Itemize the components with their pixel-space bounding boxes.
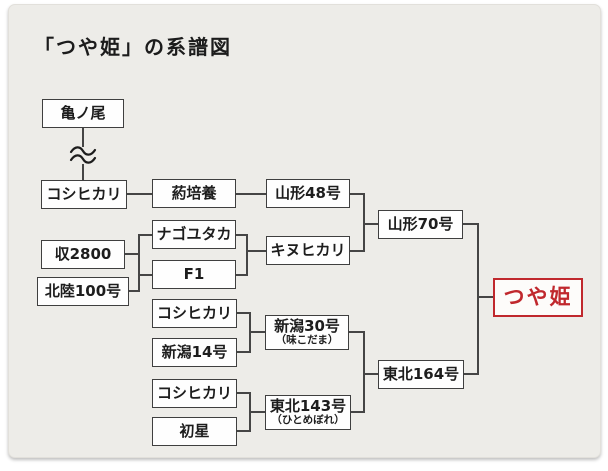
- node-label: つや姫: [503, 285, 573, 310]
- node-label: 新潟14号: [161, 342, 228, 361]
- page-title: 「つや姫」の系譜図: [34, 35, 232, 59]
- connector-line: [139, 274, 152, 276]
- node-sublabel: （味こだま）: [275, 334, 339, 347]
- node-yamagata-70: 山形70号: [378, 210, 463, 239]
- node-anther-culture: 葯培養: [152, 179, 236, 208]
- connector-line: [477, 223, 479, 375]
- node-label: キヌヒカリ: [270, 240, 346, 259]
- node-label: 東北164号: [382, 364, 460, 383]
- pedigree-card: 「つや姫」の系譜図 亀ノ尾コシヒカリ 葯培養 山形48号ナゴユタカキヌヒカリ 収280…: [8, 4, 601, 458]
- connector-line: [82, 127, 84, 147]
- node-label: ナゴユタカ: [156, 224, 232, 243]
- connector-line: [237, 351, 250, 353]
- node-tsuyahime: つや姫: [493, 278, 583, 317]
- node-nagoyutaka: ナゴユタカ: [152, 220, 236, 249]
- connector-line: [127, 193, 152, 195]
- node-label: 山形70号: [387, 214, 454, 233]
- node-tohoku-143: 東北143号（ひとめぼれ）: [265, 395, 351, 430]
- connector-line: [236, 274, 247, 276]
- connector-line: [350, 250, 364, 252]
- node-label: コシヒカリ: [156, 303, 232, 322]
- node-sublabel: （ひとめぼれ）: [271, 414, 345, 427]
- node-f1: F1: [152, 260, 236, 289]
- connector-line: [138, 234, 140, 292]
- node-label: コシヒカリ: [156, 383, 232, 402]
- node-yamagata-48: 山形48号: [266, 179, 350, 208]
- connector-line: [250, 331, 265, 333]
- connector-line: [463, 223, 478, 225]
- connector-line: [250, 411, 265, 413]
- node-tohoku-164: 東北164号: [378, 360, 464, 389]
- connector-line: [237, 392, 250, 394]
- generation-break-icon: [69, 146, 97, 164]
- connector-line: [237, 312, 250, 314]
- node-label: 北陸100号: [44, 281, 122, 300]
- connector-line: [363, 331, 365, 413]
- connector-line: [129, 290, 139, 292]
- node-koshihikari-3: コシヒカリ: [152, 379, 237, 408]
- node-label: 葯培養: [171, 183, 217, 202]
- node-hatsuboshi: 初星: [152, 417, 237, 446]
- connector-line: [236, 193, 266, 195]
- node-label: 東北143号: [269, 396, 347, 415]
- connector-line: [478, 296, 493, 298]
- node-label: 収2800: [54, 244, 112, 263]
- connector-line: [125, 253, 139, 255]
- node-label: 山形48号: [275, 183, 341, 202]
- connector-line: [247, 250, 266, 252]
- connector-line: [349, 331, 364, 333]
- node-niigata-30: 新潟30号（味こだま）: [265, 315, 349, 350]
- node-koshihikari-1: コシヒカリ: [41, 180, 127, 209]
- node-shu-2800: 収2800: [41, 240, 125, 269]
- connector-line: [464, 373, 478, 375]
- connector-line: [350, 193, 364, 195]
- node-hokuriku-100: 北陸100号: [37, 277, 129, 306]
- connector-line: [139, 234, 152, 236]
- connector-line: [237, 430, 250, 432]
- node-label: 亀ノ尾: [60, 103, 106, 122]
- connector-line: [82, 164, 84, 181]
- connector-line: [351, 411, 364, 413]
- node-kinuhikari: キヌヒカリ: [266, 236, 350, 265]
- connector-line: [364, 223, 378, 225]
- node-koshihikari-2: コシヒカリ: [152, 299, 237, 328]
- node-label: 初星: [179, 421, 210, 440]
- connector-line: [364, 373, 378, 375]
- node-label: コシヒカリ: [46, 184, 122, 203]
- connector-line: [246, 234, 248, 276]
- node-label: 新潟30号: [274, 316, 340, 335]
- connector-line: [363, 193, 365, 252]
- node-kamenoo: 亀ノ尾: [42, 99, 124, 128]
- node-label: F1: [183, 264, 205, 283]
- node-niigata-14: 新潟14号: [152, 338, 237, 367]
- connector-line: [236, 234, 247, 236]
